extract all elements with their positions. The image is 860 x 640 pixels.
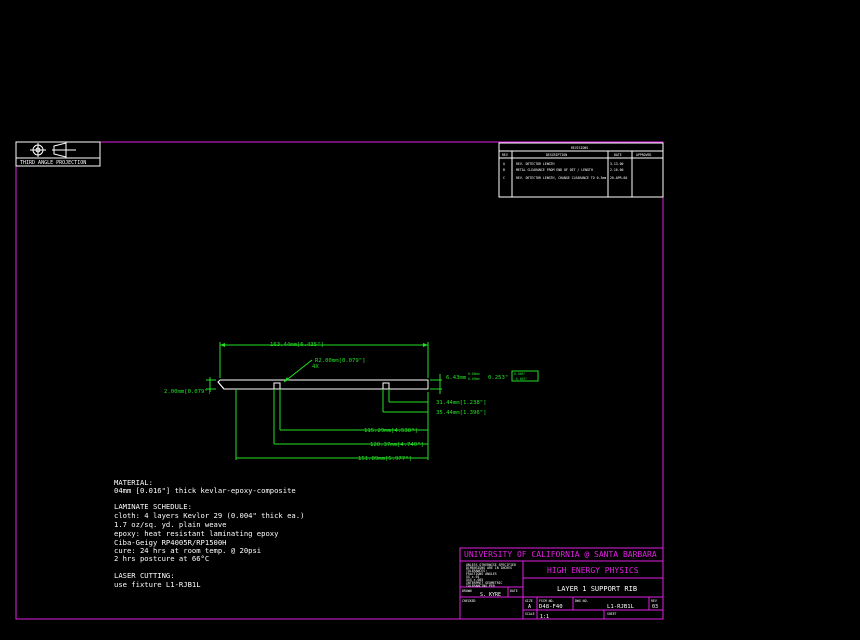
tb-note-small: XXX ±.005 [466,578,483,582]
rev-row-desc: METAL CLEARANCE FROM END OF DET / LENGTH [516,168,593,172]
notch-left [273,382,281,390]
note-line: cure: 24 hrs at room temp. @ 20psi [114,546,261,555]
material-notes: MATERIAL: 04mm [0.016"] thick kevlar-epo… [114,478,304,589]
rev-header-date: DATE [614,153,622,157]
dim-overall-length: 163.44mm[6.435"] [270,342,324,348]
dim-l3: 151.89mm[5.977"] [358,456,412,462]
rev-row-date: 20-APR-00 [610,176,627,180]
notch-right [382,382,390,390]
dim-left-height: 2.00mm[0.079"] [164,389,211,395]
projection-block: THIRD ANGLE PROJECTION [15,141,101,167]
note-line: Ciba-Geigy RP4005R/RP1500H [114,538,227,547]
tb-scale: 1:1 [540,614,549,620]
tb-scale-label: SCALE [525,612,535,616]
note-line: epoxy: heat resistant laminating epoxy [114,529,279,538]
rev-header-approved: APPROVED [636,153,651,157]
tb-note-small: DIMENSIONS ARE IN INCHES [466,566,512,570]
revision-block: REVISIONS REV DESCRIPTION DATE APPROVED … [498,142,664,198]
tb-drawn-label: DRAWN [462,589,472,593]
tb-note-small: XX ±.01 [466,575,480,579]
tb-note-small: FRACTIONS ANGLES [466,572,497,576]
dim-h2: 35.44mm[1.396"] [436,410,487,416]
dim-tol-minus: 0.09mm [468,377,480,381]
tb-sheet-label: SHEET [607,612,617,616]
note-line: 2 hrs postcure at 66°C [114,554,209,563]
rev-row-rev: C [503,176,505,180]
dim-tol-in-plus: 0.000" [514,372,526,376]
tb-note-small: INTERPRET GEOMETRIC [466,581,503,585]
tb-rev-label: REV [651,599,657,603]
tb-dwg-no: L1-RJB1L [607,604,635,610]
rev-row-rev: B [503,168,505,172]
dim-l2: 120.37mm[4.740"] [370,442,424,448]
tb-note-small: UNLESS OTHERWISE SPECIFIED [466,563,516,567]
note-line: LAMINATE SCHEDULE: [114,502,192,511]
dim-tol-plus: 0.00mm [468,372,480,376]
projection-label: THIRD ANGLE PROJECTION [20,160,86,166]
sheet-border [15,141,664,620]
rev-row-date: 3-13-00 [610,162,624,166]
note-line: use fixture L1-RJB1L [114,580,201,589]
dim-thickness: 6.43mm 0.00mm 0.09mm 0.253" 0.000" -0.00… [446,370,539,382]
tb-rev: 03 [652,604,658,610]
dim-tol-in-minus: -0.003" [514,377,528,381]
revisions-title: REVISIONS [571,146,588,150]
rev-row-date: 2-16-00 [610,168,624,172]
dim-radius-count: 4X [312,364,319,370]
rev-row-desc: REV. DETECTOR LENGTH [516,162,554,166]
title-block: UNIVERSITY OF CALIFORNIA @ SANTA BARBARA… [459,547,664,620]
tb-university: UNIVERSITY OF CALIFORNIA @ SANTA BARBARA [464,550,657,559]
dim-radius: R2.00mm[0.079"] [315,358,366,364]
tb-checked-label: CHECKED [462,599,476,603]
note-line: 04mm [0.016"] thick kevlar-epoxy-composi… [114,486,296,495]
rev-row-rev: A [503,162,505,166]
tb-size-label: SIZE [525,599,533,603]
rev-row-desc: REV. DETECTOR LENGTH, CHANGE CLEARANCE T… [516,176,606,180]
rev-header-rev: REV [502,153,508,157]
tb-size: A [528,604,531,610]
projection-symbol-icon [30,142,76,158]
note-line: MATERIAL: [114,478,153,487]
note-line: 1.7 oz/sq. yd. plain weave [114,520,227,529]
tb-date-label: DATE [510,589,518,593]
projection-box [15,141,101,167]
note-line: cloth: 4 layers Kevlor 29 (0.004" thick … [114,511,304,520]
dim-thickness-in: 0.253" [488,375,508,381]
tb-drawn-by: S. KYRE [480,592,501,598]
dim-l1: 115.29mm[4.538"] [364,428,418,434]
rev-header-desc: DESCRIPTION [546,153,567,157]
dim-h1: 31.44mm[1.238"] [436,400,487,406]
tb-title: LAYER 1 SUPPORT RIB [557,585,637,593]
tb-fscm: D48-F40 [539,604,563,610]
dimension-lines [206,342,442,460]
note-line: LASER CUTTING: [114,571,175,580]
dim-thickness-main: 6.43mm [446,375,467,381]
tb-note-small: TOLERANCING PER [466,584,495,588]
tb-department: HIGH ENERGY PHYSICS [547,566,639,575]
rib-part-outline [217,379,429,390]
tb-dwg-label: DWG NO. [575,599,589,603]
tb-fscm-label: FSCM NO. [539,599,554,603]
tb-note-small: TOLERANCES: [466,569,487,573]
